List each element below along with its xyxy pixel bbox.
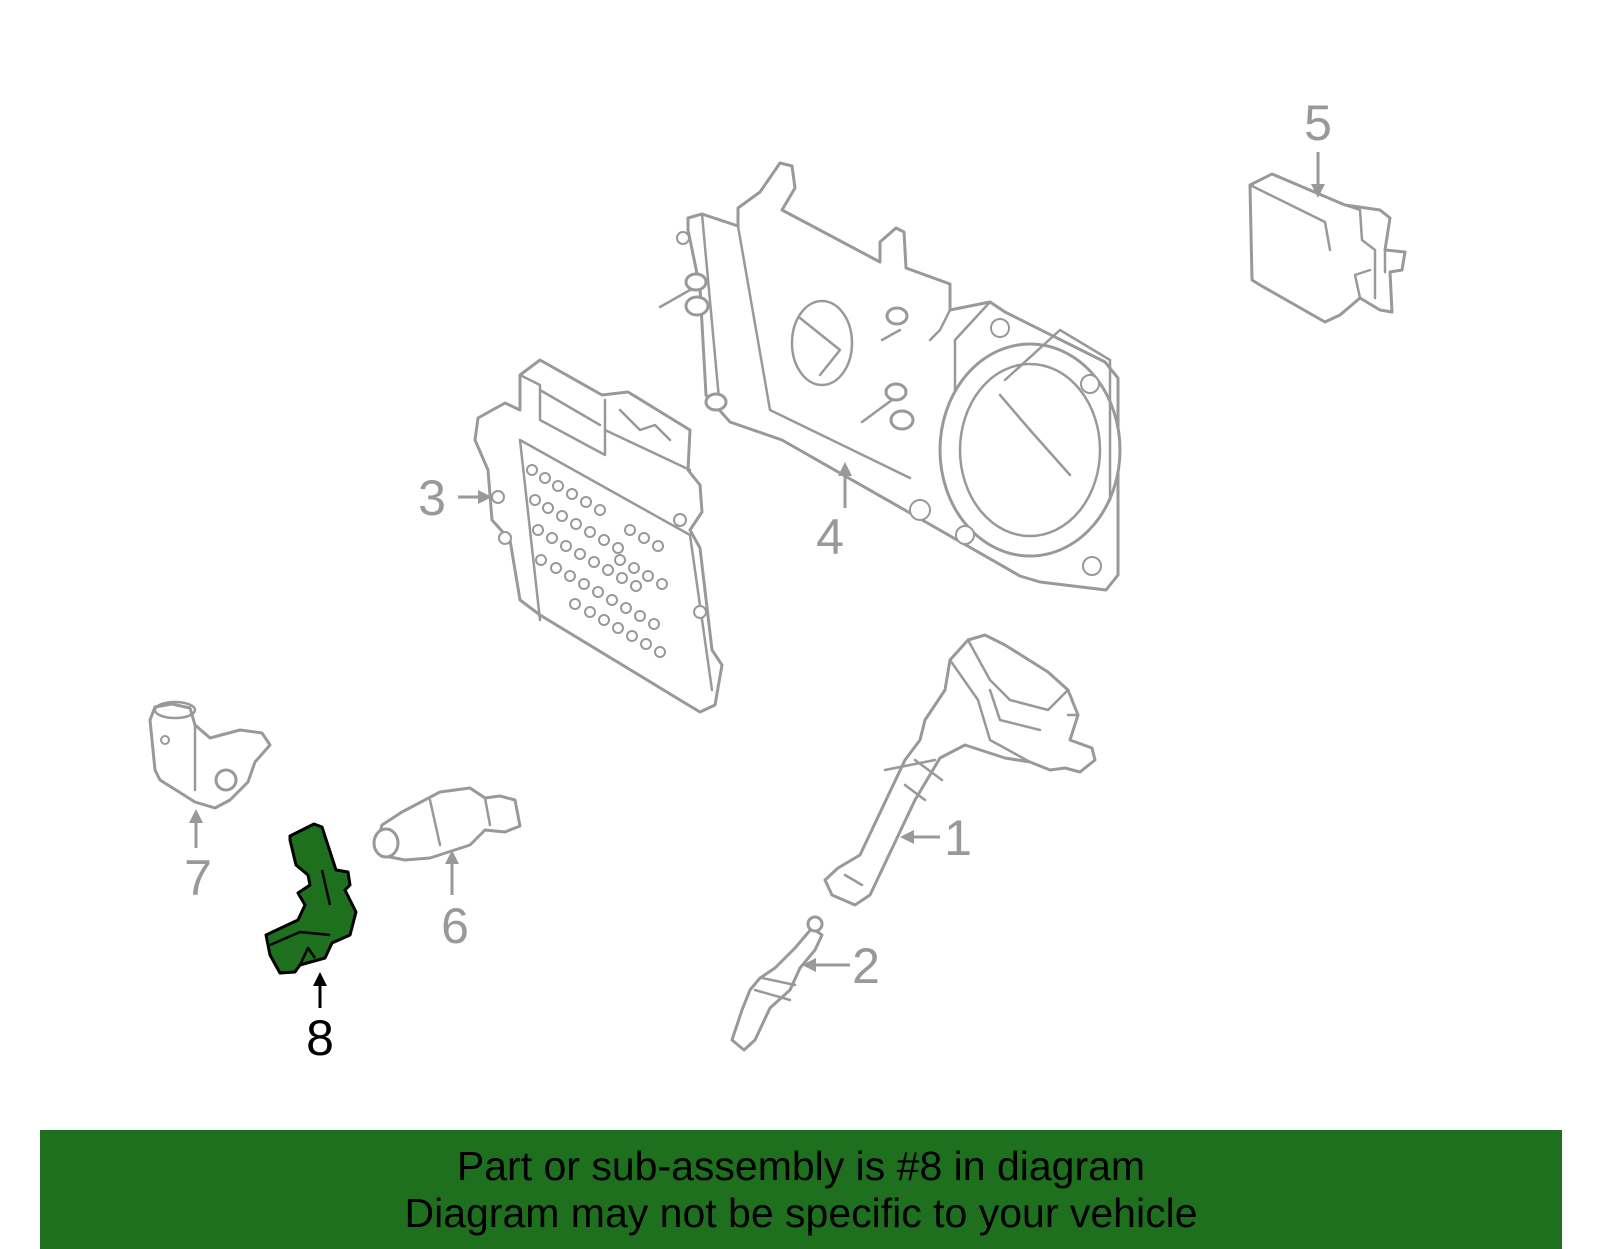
- banner-line-disclaimer: Diagram may not be specific to your vehi…: [404, 1189, 1198, 1236]
- callout-4: 4: [816, 462, 852, 565]
- part-4-bracket[interactable]: [658, 161, 1122, 592]
- svg-text:3: 3: [418, 470, 446, 526]
- svg-text:1: 1: [944, 810, 972, 866]
- callout-7: 7: [184, 809, 212, 906]
- part-2-spark-plug[interactable]: [730, 915, 824, 1052]
- part-7-sensor[interactable]: [148, 700, 272, 810]
- svg-text:4: 4: [816, 509, 844, 565]
- part-6-solenoid[interactable]: [372, 786, 522, 862]
- callout-6: 6: [441, 850, 469, 954]
- svg-text:8: 8: [306, 1010, 334, 1066]
- svg-text:7: 7: [184, 850, 212, 906]
- callout-1: 1: [900, 810, 972, 866]
- callout-5: 5: [1304, 95, 1332, 198]
- callout-8: 8: [306, 972, 334, 1066]
- part-3-control-module[interactable]: [473, 358, 724, 714]
- svg-text:5: 5: [1304, 95, 1332, 151]
- banner-line-part: Part or sub-assembly is #8 in diagram: [456, 1142, 1146, 1189]
- callout-3: 3: [418, 470, 492, 526]
- svg-text:6: 6: [441, 898, 469, 954]
- svg-text:2: 2: [852, 938, 880, 994]
- part-8-sensor-highlighted[interactable]: [264, 822, 358, 975]
- info-banner: Part or sub-assembly is #8 in diagram Di…: [40, 1130, 1562, 1249]
- parts-diagram: 4 3: [148, 95, 1407, 1066]
- pin-grid: [526, 464, 668, 658]
- callout-2: 2: [802, 938, 880, 994]
- part-1-ignition-coil[interactable]: [823, 633, 1097, 907]
- part-5-module[interactable]: [1248, 172, 1407, 324]
